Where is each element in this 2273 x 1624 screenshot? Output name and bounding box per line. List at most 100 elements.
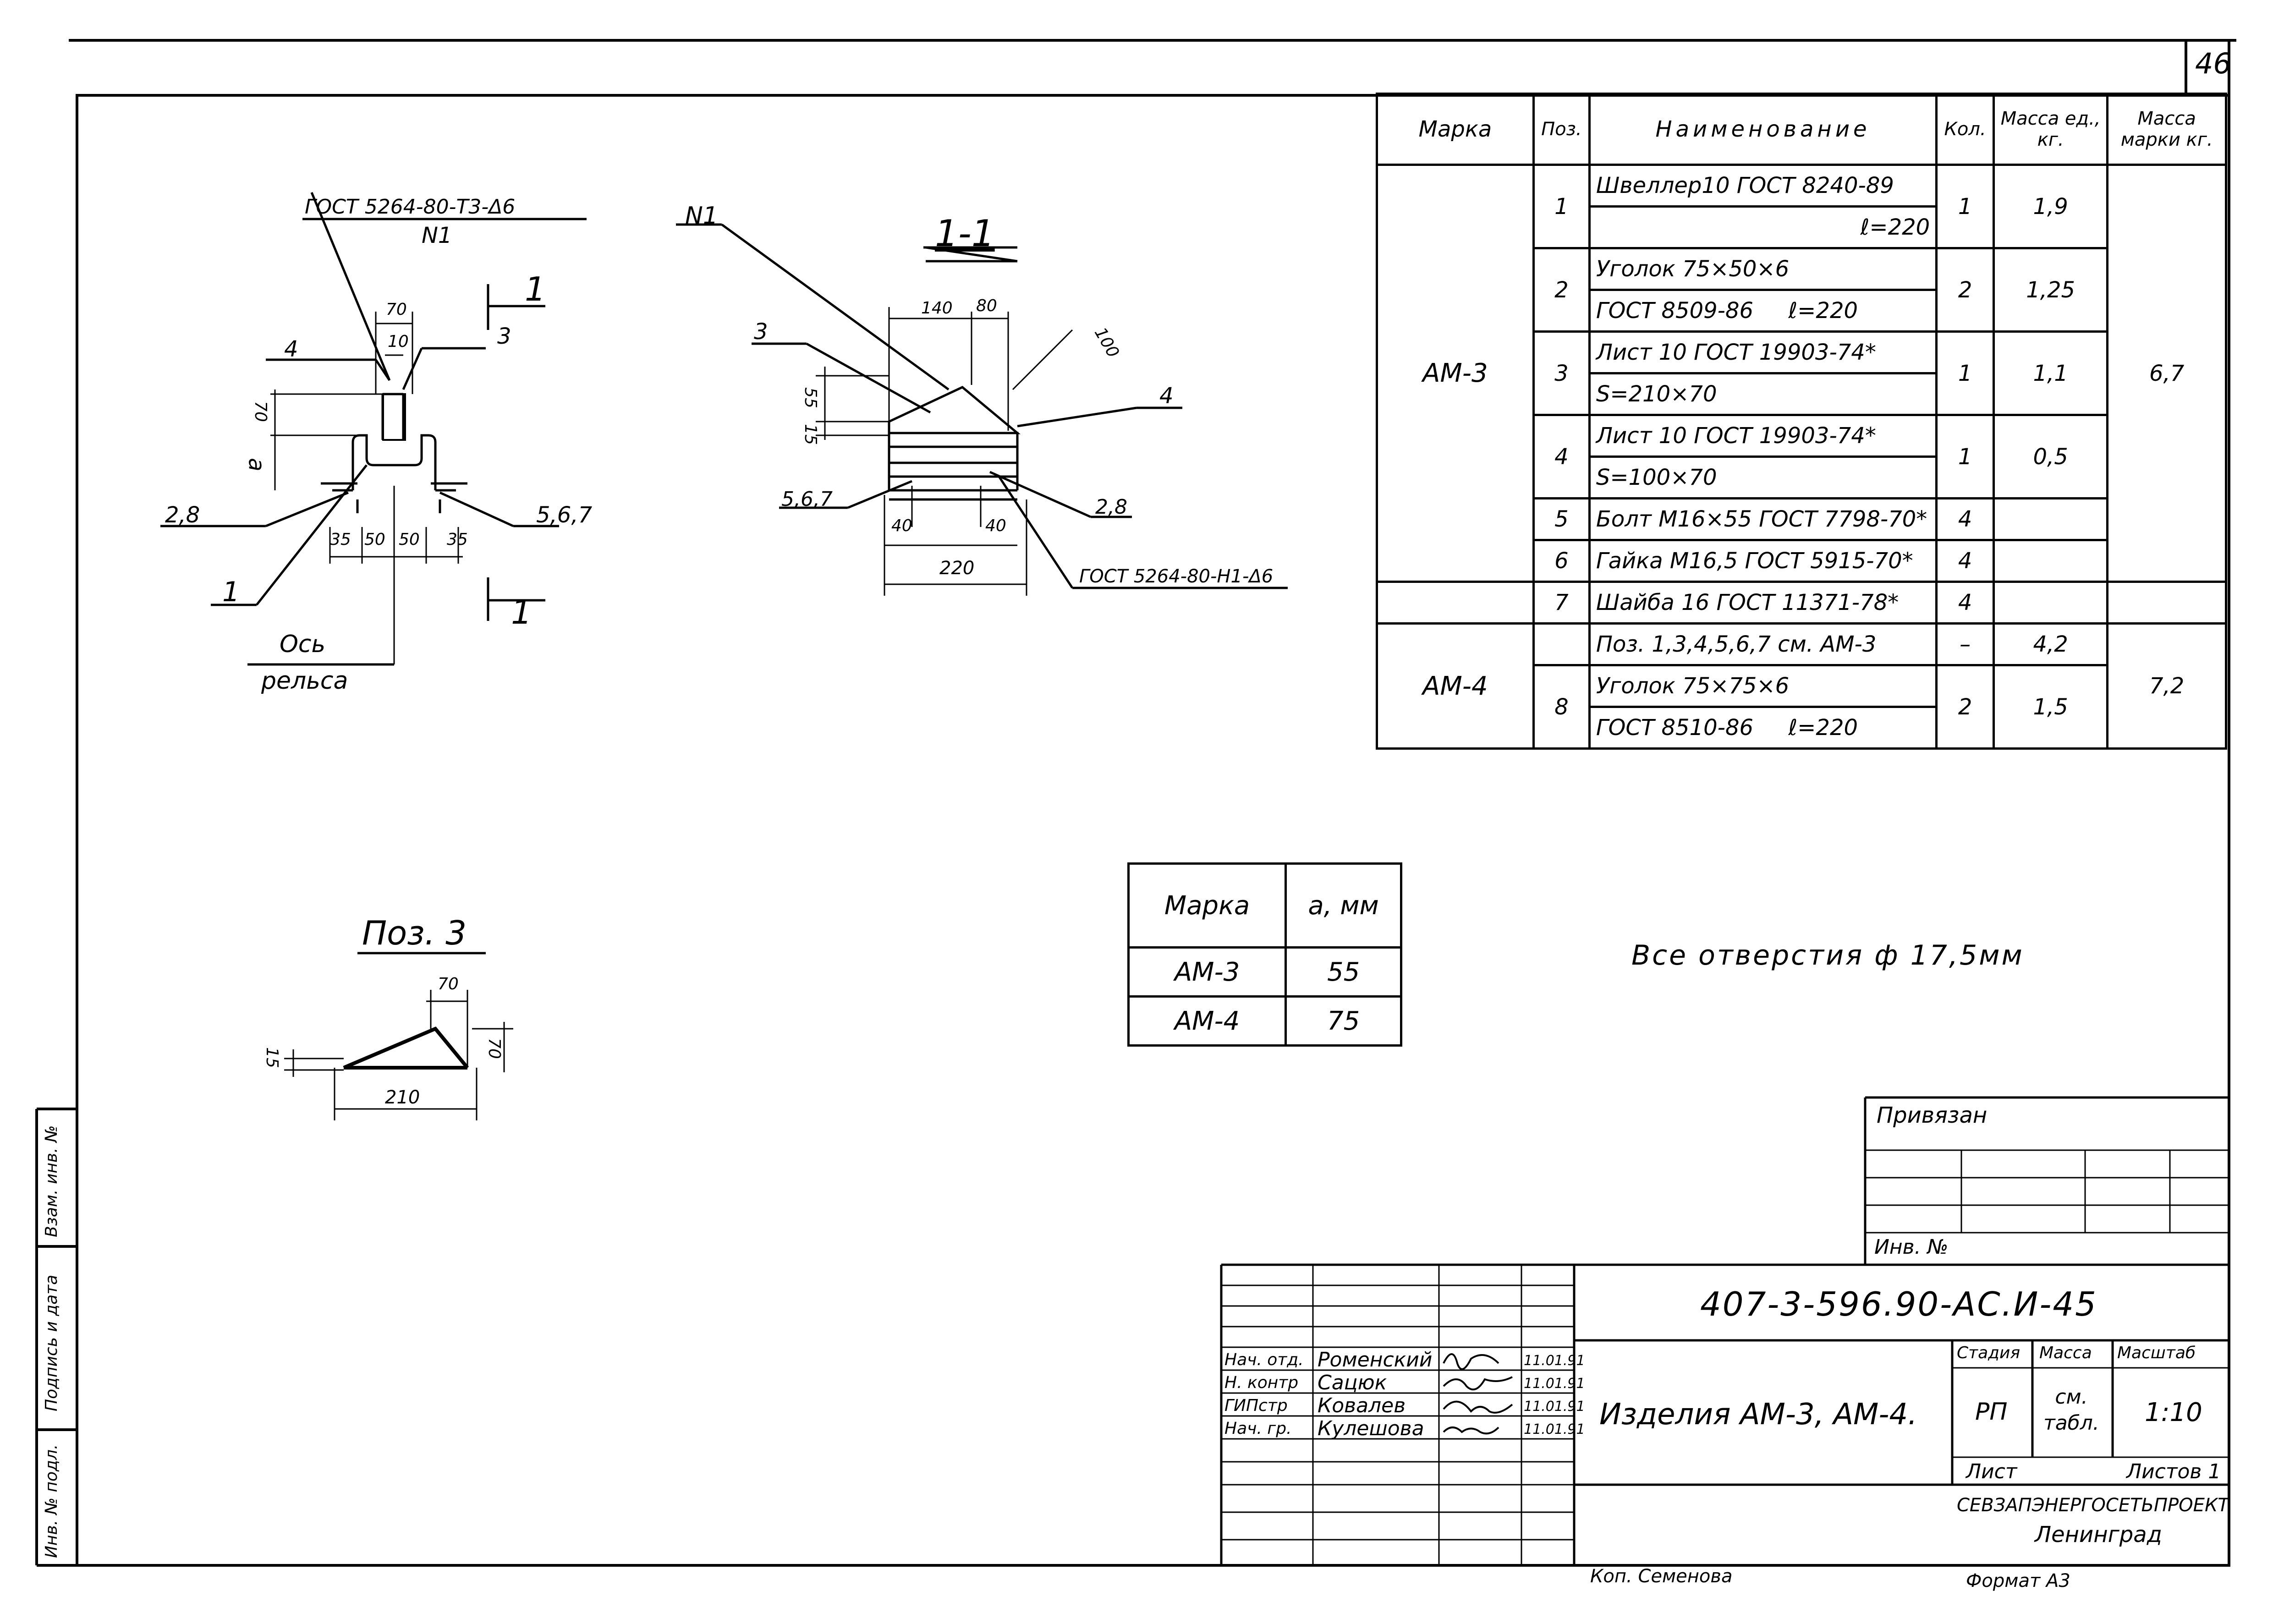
drawing-title: Изделия АМ-3, АМ-4. xyxy=(1599,1398,1917,1432)
qty-cell: 2 xyxy=(1935,247,1995,333)
callout-4: 4 xyxy=(284,336,298,362)
name-sub-cell: ГОСТ 8509-86 ℓ=220 xyxy=(1588,289,1938,333)
table-row: S=210×70 xyxy=(1377,372,2226,416)
mass-cell: 1,25 xyxy=(1993,247,2109,333)
section-mark-bottom: 1 xyxy=(511,593,532,631)
signer-date: 11.01.91 xyxy=(1524,1421,1585,1437)
name-cell: Лист 10 ГОСТ 19903-74* xyxy=(1588,414,1938,458)
name-sub-cell: ГОСТ 8510-86 ℓ=220 xyxy=(1588,706,1938,750)
mass-cell: 4,2 xyxy=(1993,622,2109,666)
stage-value: РП xyxy=(1975,1398,2008,1426)
mass-cell: 1,1 xyxy=(1993,330,2109,416)
header-mark-mass: Масса марки кг. xyxy=(2106,93,2227,166)
side-label-replaced-inv: Взам. инв. № xyxy=(42,1125,61,1237)
callout-5-6-7-section: 5,6,7 xyxy=(781,488,833,511)
sheets-label: Листов 1 xyxy=(2126,1460,2221,1483)
inv-no-label: Инв. № xyxy=(1874,1235,1949,1259)
dim-label: 50 xyxy=(399,530,420,549)
name-cell: Гайка М16,5 ГОСТ 5915-70* xyxy=(1588,539,1938,583)
side-label-signature-date: Подпись и дата xyxy=(42,1274,61,1411)
mass-value: см. табл. xyxy=(2043,1385,2099,1435)
dimension-a-table: Марка a, мм АМ-3 55 АМ-4 75 xyxy=(1127,862,1402,1047)
callout-3-section: 3 xyxy=(754,319,768,345)
dim-label: 40 xyxy=(891,516,912,535)
header-mark: Марка xyxy=(1127,862,1287,949)
header-name: Наименование xyxy=(1588,93,1938,166)
dim-label: 50 xyxy=(364,530,385,549)
qty-cell: 1 xyxy=(1935,330,1995,416)
axis-label: Ось xyxy=(280,631,326,658)
name-sub-cell: ℓ=220 xyxy=(1588,205,1938,249)
table-row: АМ-4 Поз. 1,3,4,5,6,7 см. АМ-3 – 4,2 7,2 xyxy=(1376,622,2227,750)
mark-am3: АМ-3 xyxy=(1376,164,1535,583)
name-cell: Болт М16×55 ГОСТ 7798-70* xyxy=(1588,497,1938,541)
dim-label: 10 xyxy=(388,332,409,351)
callout-1: 1 xyxy=(222,576,240,608)
pos-cell: 6 xyxy=(1532,539,1591,583)
signer-date: 11.01.91 xyxy=(1524,1353,1585,1369)
signer-role: ГИПстр xyxy=(1224,1396,1288,1415)
sheet-number: 46 xyxy=(2195,47,2231,80)
mark-am4: АМ-4 xyxy=(1376,622,1535,750)
signer-role: Н. контр xyxy=(1224,1373,1299,1392)
callout-4-section: 4 xyxy=(1159,383,1174,409)
mass-cell: 0,5 xyxy=(1993,414,2109,499)
qty-cell: 4 xyxy=(1935,497,1995,541)
signer-role: Нач. отд. xyxy=(1224,1350,1304,1369)
pos-cell: 3 xyxy=(1532,330,1591,416)
organization: СЕВЗАПЭНЕРГОСЕТЬПРОЕКТ xyxy=(1957,1495,2229,1516)
name-cell: Швеллер10 ГОСТ 8240-89 xyxy=(1588,164,1938,208)
table-row: 6 Гайка М16,5 ГОСТ 5915-70* 4 xyxy=(1377,539,2226,583)
signer-name: Кулешова xyxy=(1318,1417,1424,1440)
signer-name: Сацюк xyxy=(1318,1371,1387,1394)
rail-label: рельса xyxy=(261,667,348,695)
name-cell: Лист 10 ГОСТ 19903-74* xyxy=(1588,330,1938,374)
name-cell: Уголок 75×50×6 xyxy=(1588,247,1938,291)
dim-label: 70 xyxy=(438,975,459,993)
mass-label: Масса xyxy=(2039,1344,2092,1362)
dim-label: 220 xyxy=(939,558,975,579)
qty-cell: 1 xyxy=(1935,164,1995,249)
callout-3: 3 xyxy=(497,324,511,349)
a-value-cell: 55 xyxy=(1285,946,1402,998)
table-row: 2 Уголок 75×50×6 2 1,25 xyxy=(1377,247,2226,333)
section-title: 1-1 xyxy=(935,212,995,255)
name-cell: Уголок 75×75×6 xyxy=(1588,664,1938,708)
gost-weld-label-section: ГОСТ 5264-80-Н1-Δ6 xyxy=(1079,566,1274,587)
mark-mass-am4: 7,2 xyxy=(2106,622,2227,750)
a-mark-cell: АМ-3 xyxy=(1127,946,1287,998)
pos-cell: 8 xyxy=(1532,664,1591,750)
qty-cell: 4 xyxy=(1935,581,1995,625)
callout-5-6-7: 5,6,7 xyxy=(536,502,593,528)
mass-cell xyxy=(1993,581,2109,625)
qty-cell: 2 xyxy=(1935,664,1995,750)
mark-mass-spacer xyxy=(2106,581,2227,625)
pos-cell: 2 xyxy=(1532,247,1591,333)
qty-cell: 1 xyxy=(1935,414,1995,499)
callout-2-8-section: 2,8 xyxy=(1095,495,1127,519)
callout-2-8: 2,8 xyxy=(165,502,200,528)
a-table-header: Марка a, мм xyxy=(1127,862,1402,949)
scale-label: Масштаб xyxy=(2117,1344,2196,1362)
header-unit-mass: Масса ед., кг. xyxy=(1993,93,2109,166)
table-row: АМ-3 55 xyxy=(1127,946,1402,998)
dim-label: 140 xyxy=(921,299,953,318)
city: Ленинград xyxy=(2035,1522,2162,1547)
n1-label-section: N1 xyxy=(685,202,718,230)
dim-label: 80 xyxy=(976,296,997,315)
table-row: АМ-3 1 Швеллер10 ГОСТ 8240-89 1 1,9 6,7 xyxy=(1376,164,2227,583)
qty-cell: 4 xyxy=(1935,539,1995,583)
signer-date: 11.01.91 xyxy=(1524,1399,1585,1415)
table-row: S=100×70 xyxy=(1377,455,2226,499)
table-row: 7 Шайба 16 ГОСТ 11371-78* 4 xyxy=(1376,581,2227,625)
spec-header-row: Марка Поз. Наименование Кол. Масса ед., … xyxy=(1376,93,2227,166)
dim-label: 35 xyxy=(447,530,468,549)
gost-weld-label: ГОСТ 5264-80-Т3-Δ6 xyxy=(305,195,516,219)
holes-note: Все отверстия ф 17,5мм xyxy=(1631,939,2024,971)
a-value-cell: 75 xyxy=(1285,995,1402,1047)
mass-cell xyxy=(1993,539,2109,583)
side-label-original-inv: Инв. № подл. xyxy=(42,1444,61,1558)
table-row: ГОСТ 8510-86 ℓ=220 xyxy=(1377,706,2226,750)
